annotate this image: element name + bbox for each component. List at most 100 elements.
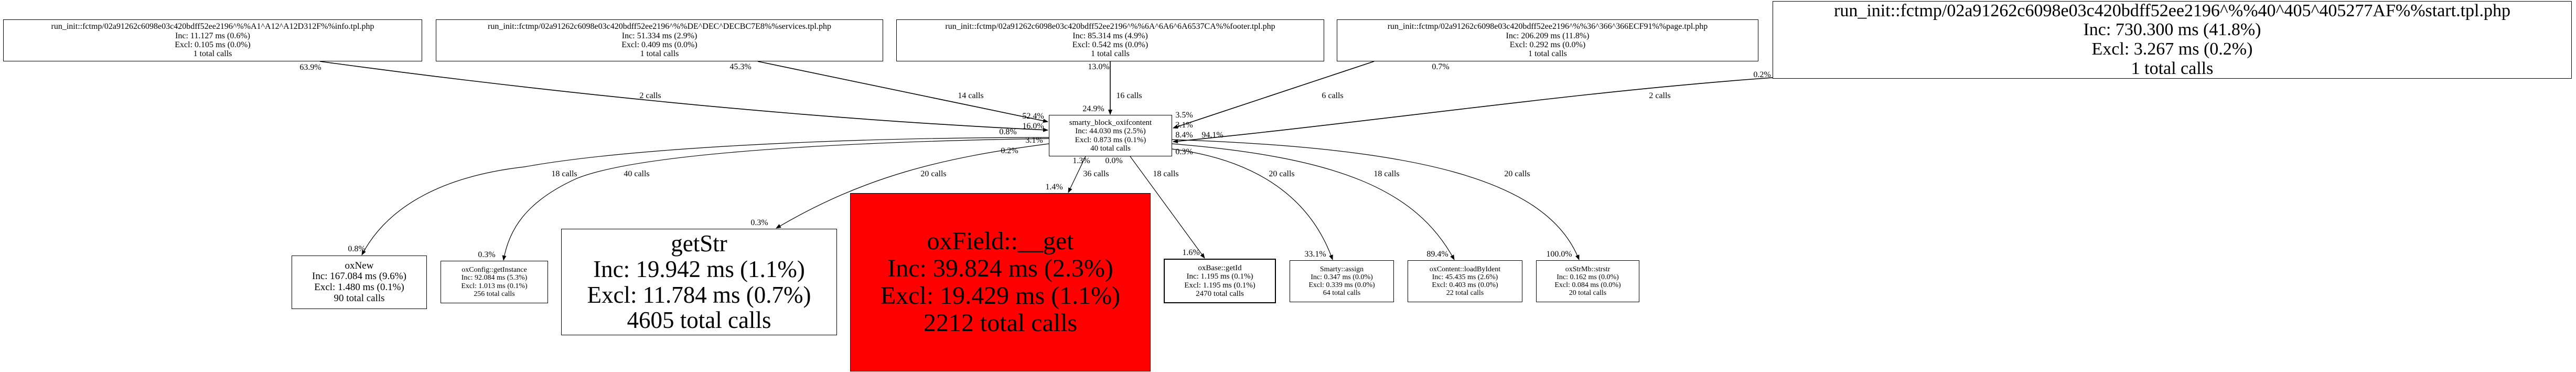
edge-label-from-pct: 45.3% <box>729 62 752 71</box>
node-oxbase-getid[interactable]: oxBase::getId Inc: 1.195 ms (0.1%) Excl:… <box>1164 259 1276 303</box>
node-calls: 1 total calls <box>193 49 232 59</box>
edge-label-from-pct: 0.7% <box>1432 62 1450 71</box>
node-oxnew[interactable]: oxNew Inc: 167.084 ms (9.6%) Excl: 1.480… <box>292 256 427 309</box>
edge-smarty-to-oxcontent <box>1172 143 1455 260</box>
node-calls: 90 total calls <box>334 292 385 304</box>
node-name: run_init::fctmp/02a91262c6098e03c420bdff… <box>51 22 374 31</box>
node-name: run_init::fctmp/02a91262c6098e03c420bdff… <box>945 22 1275 31</box>
edge-label-to-pct: 1.6% <box>1182 248 1200 257</box>
node-calls: 2470 total calls <box>1196 289 1244 298</box>
edge-label-from-pct: 0.3% <box>1175 147 1193 156</box>
node-name: run_init::fctmp/02a91262c6098e03c420bdff… <box>1834 1 2510 20</box>
edge-label-calls: 20 calls <box>920 169 947 178</box>
edge-label-calls: 16 calls <box>1116 91 1142 100</box>
node-excl: Excl: 11.784 ms (0.7%) <box>587 281 811 308</box>
node-inc: Inc: 11.127 ms (0.6%) <box>175 31 250 40</box>
edge-label-calls: 18 calls <box>551 169 577 178</box>
edge-label-from-pct: 0.2% <box>1753 70 1771 79</box>
edge-label-to-pct: 33.1% <box>1304 250 1326 259</box>
node-excl: Excl: 0.409 ms (0.0%) <box>621 40 697 49</box>
edge-start-to-smarty <box>1173 77 1773 144</box>
node-calls: 1 total calls <box>2131 58 2214 78</box>
edge-label-calls: 18 calls <box>1373 169 1400 178</box>
node-inc: Inc: 730.300 ms (41.8%) <box>2083 20 2261 40</box>
edge-label-calls: 6 calls <box>1322 91 1344 100</box>
node-excl: Excl: 1.013 ms (0.1%) <box>461 282 528 290</box>
edge-label-from-pct: 0.0% <box>1105 156 1123 165</box>
node-excl: Excl: 0.292 ms (0.0%) <box>1509 40 1586 49</box>
node-inc: Inc: 44.030 ms (2.5%) <box>1075 127 1146 136</box>
node-name: smarty_block_oxifcontent <box>1069 119 1152 127</box>
node-excl: Excl: 0.403 ms (0.0%) <box>1432 281 1498 289</box>
node-calls: 1 total calls <box>1528 49 1567 59</box>
edge-label-calls: 14 calls <box>958 91 984 100</box>
edge-label-to-pct: 52.4% <box>1022 112 1044 121</box>
edge-smarty-to-oxstrmb <box>1172 139 1580 260</box>
node-smarty-block-oxifcontent[interactable]: smarty_block_oxifcontent Inc: 44.030 ms … <box>1049 115 1172 156</box>
node-start-tpl[interactable]: run_init::fctmp/02a91262c6098e03c420bdff… <box>1773 1 2572 79</box>
edge-label-to-pct: 100.0% <box>1546 250 1572 259</box>
node-calls: 22 total calls <box>1446 289 1484 297</box>
edge-label-to-pct: 89.4% <box>1426 250 1448 259</box>
node-inc: Inc: 1.195 ms (0.1%) <box>1186 272 1253 281</box>
node-excl: Excl: 0.339 ms (0.0%) <box>1308 281 1375 289</box>
node-inc: Inc: 92.084 ms (5.3%) <box>461 274 528 282</box>
node-inc: Inc: 51.334 ms (2.9%) <box>621 31 697 40</box>
node-inc: Inc: 206.209 ms (11.8%) <box>1506 31 1590 40</box>
edge-smarty-to-oxfield <box>1068 156 1086 193</box>
edge-label-to-pct: 3.1% <box>1175 121 1193 130</box>
edge-smarty-to-oxconfig <box>502 138 1049 261</box>
node-calls: 1 total calls <box>640 49 679 59</box>
edge-info-to-smarty <box>319 61 1048 132</box>
edge-label-to-pct: 24.9% <box>1082 104 1104 113</box>
edge-label-calls: 36 calls <box>1083 169 1109 178</box>
node-oxconfig-getinstance[interactable]: oxConfig::getInstance Inc: 92.084 ms (5.… <box>441 261 548 303</box>
edge-smarty-to-assign <box>1172 148 1333 260</box>
edge-label-to-pct: 1.4% <box>1045 183 1063 192</box>
node-inc: Inc: 45.435 ms (2.6%) <box>1432 273 1498 281</box>
node-calls: 256 total calls <box>474 290 515 298</box>
node-calls: 2212 total calls <box>923 309 1078 337</box>
edge-services-to-smarty <box>757 61 1048 123</box>
node-footer-tpl[interactable]: run_init::fctmp/02a91262c6098e03c420bdff… <box>896 19 1324 61</box>
node-inc: Inc: 0.162 ms (0.0%) <box>1557 273 1619 281</box>
node-calls: 1 total calls <box>1091 49 1130 59</box>
node-name: run_init::fctmp/02a91262c6098e03c420bdff… <box>488 22 831 31</box>
edge-label-to-pct: 3.5% <box>1175 111 1193 120</box>
edge-page-to-smarty <box>1173 61 1375 129</box>
node-inc: Inc: 167.084 ms (9.6%) <box>312 271 406 282</box>
edge-smarty-to-oxnew <box>361 137 1049 256</box>
node-excl: Excl: 0.105 ms (0.0%) <box>175 40 251 49</box>
edge-label-from-pct: 3.1% <box>1025 136 1043 145</box>
node-getstr[interactable]: getStr Inc: 19.942 ms (1.1%) Excl: 11.78… <box>561 229 837 335</box>
node-name: Smarty::assign <box>1319 265 1364 273</box>
edge-label-from-pct: 8.4% <box>1175 131 1193 140</box>
edge-label-from-pct: 63.9% <box>299 63 321 72</box>
edge-label-to-pct: 0.8% <box>348 245 366 253</box>
edge-label-calls: 20 calls <box>1269 169 1295 178</box>
node-info-tpl[interactable]: run_init::fctmp/02a91262c6098e03c420bdff… <box>3 19 422 61</box>
node-oxstrmb-strstr[interactable]: oxStrMb::strstr Inc: 0.162 ms (0.0%) Exc… <box>1536 260 1639 302</box>
node-excl: Excl: 0.084 ms (0.0%) <box>1554 281 1621 289</box>
node-oxfield-get[interactable]: oxField::__get Inc: 39.824 ms (2.3%) Exc… <box>850 193 1151 371</box>
node-name: getStr <box>671 230 727 257</box>
node-inc: Inc: 85.314 ms (4.9%) <box>1072 31 1148 40</box>
node-excl: Excl: 19.429 ms (1.1%) <box>880 282 1121 310</box>
node-oxcontent-loadbyident[interactable]: oxContent::loadByIdent Inc: 45.435 ms (2… <box>1408 260 1522 302</box>
node-smarty-assign[interactable]: Smarty::assign Inc: 0.347 ms (0.0%) Excl… <box>1290 260 1394 302</box>
node-name: oxContent::loadByIdent <box>1429 265 1501 273</box>
node-page-tpl[interactable]: run_init::fctmp/02a91262c6098e03c420bdff… <box>1337 19 1758 61</box>
edge-smarty-to-oxbase <box>1130 156 1205 259</box>
edge-label-from-pct: 94.1% <box>1201 131 1223 140</box>
node-services-tpl[interactable]: run_init::fctmp/02a91262c6098e03c420bdff… <box>436 19 883 61</box>
edge-label-to-pct: 0.3% <box>478 250 496 259</box>
node-calls: 20 total calls <box>1569 289 1607 297</box>
node-name: oxNew <box>345 260 374 271</box>
node-excl: Excl: 1.480 ms (0.1%) <box>314 282 404 293</box>
edge-label-calls: 18 calls <box>1153 169 1179 178</box>
node-excl: Excl: 1.195 ms (0.1%) <box>1184 281 1255 290</box>
node-name: oxConfig::getInstance <box>461 266 527 274</box>
edge-label-to-pct: 16.0% <box>1022 122 1044 131</box>
edge-label-from-pct: 1.3% <box>1072 156 1090 165</box>
node-excl: Excl: 3.267 ms (0.2%) <box>2091 39 2253 59</box>
